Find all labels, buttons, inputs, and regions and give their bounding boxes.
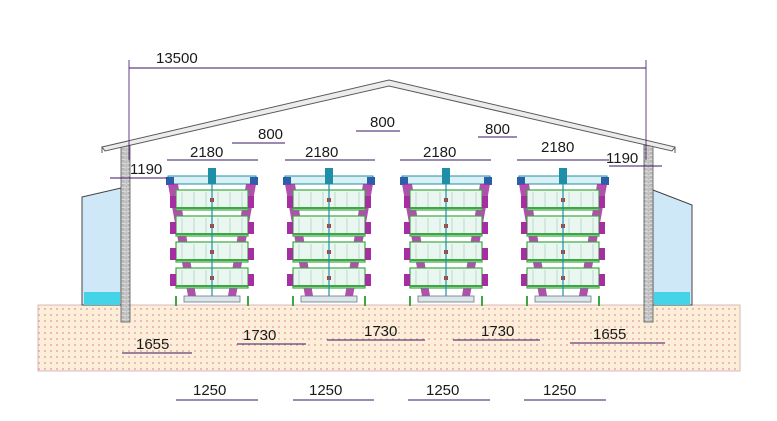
base-width-label: 1250 — [309, 382, 342, 399]
left-side-panel — [81, 187, 122, 306]
floor-spacing-label: 1655 — [136, 336, 169, 353]
overall-width-label: 13500 — [156, 50, 198, 67]
cage-unit — [166, 168, 258, 306]
dimension-lines: 13500 2180 2180 2180 2180 800 800 800 11… — [110, 50, 665, 401]
cage-gap-label: 800 — [370, 114, 395, 131]
cage-unit — [517, 168, 609, 306]
cage-unit — [283, 168, 375, 306]
cage-gap-label: 800 — [485, 121, 510, 138]
cage-width-label: 2180 — [541, 139, 574, 156]
roof — [101, 79, 676, 153]
wall-clearance-label: 1190 — [606, 150, 638, 167]
right-wall — [643, 143, 654, 323]
left-wall — [120, 143, 131, 323]
floor-spacing-label: 1730 — [364, 323, 397, 340]
base-width-label: 1250 — [543, 382, 576, 399]
floor-spacing-label: 1655 — [593, 326, 626, 343]
cage-width-label: 2180 — [190, 144, 223, 161]
base-width-label: 1250 — [193, 382, 226, 399]
cage-width-label: 2180 — [305, 144, 338, 161]
cage-group — [166, 168, 609, 306]
floor-spacing-label: 1730 — [243, 327, 276, 344]
wall-clearance-label: 1190 — [130, 161, 162, 178]
cage-gap-label: 800 — [258, 126, 283, 143]
cage-width-label: 2180 — [423, 144, 456, 161]
cage-unit — [400, 168, 492, 306]
floor-spacing-label: 1730 — [481, 323, 514, 340]
base-width-label: 1250 — [426, 382, 459, 399]
floor-area — [37, 304, 741, 372]
right-side-panel — [652, 189, 693, 306]
